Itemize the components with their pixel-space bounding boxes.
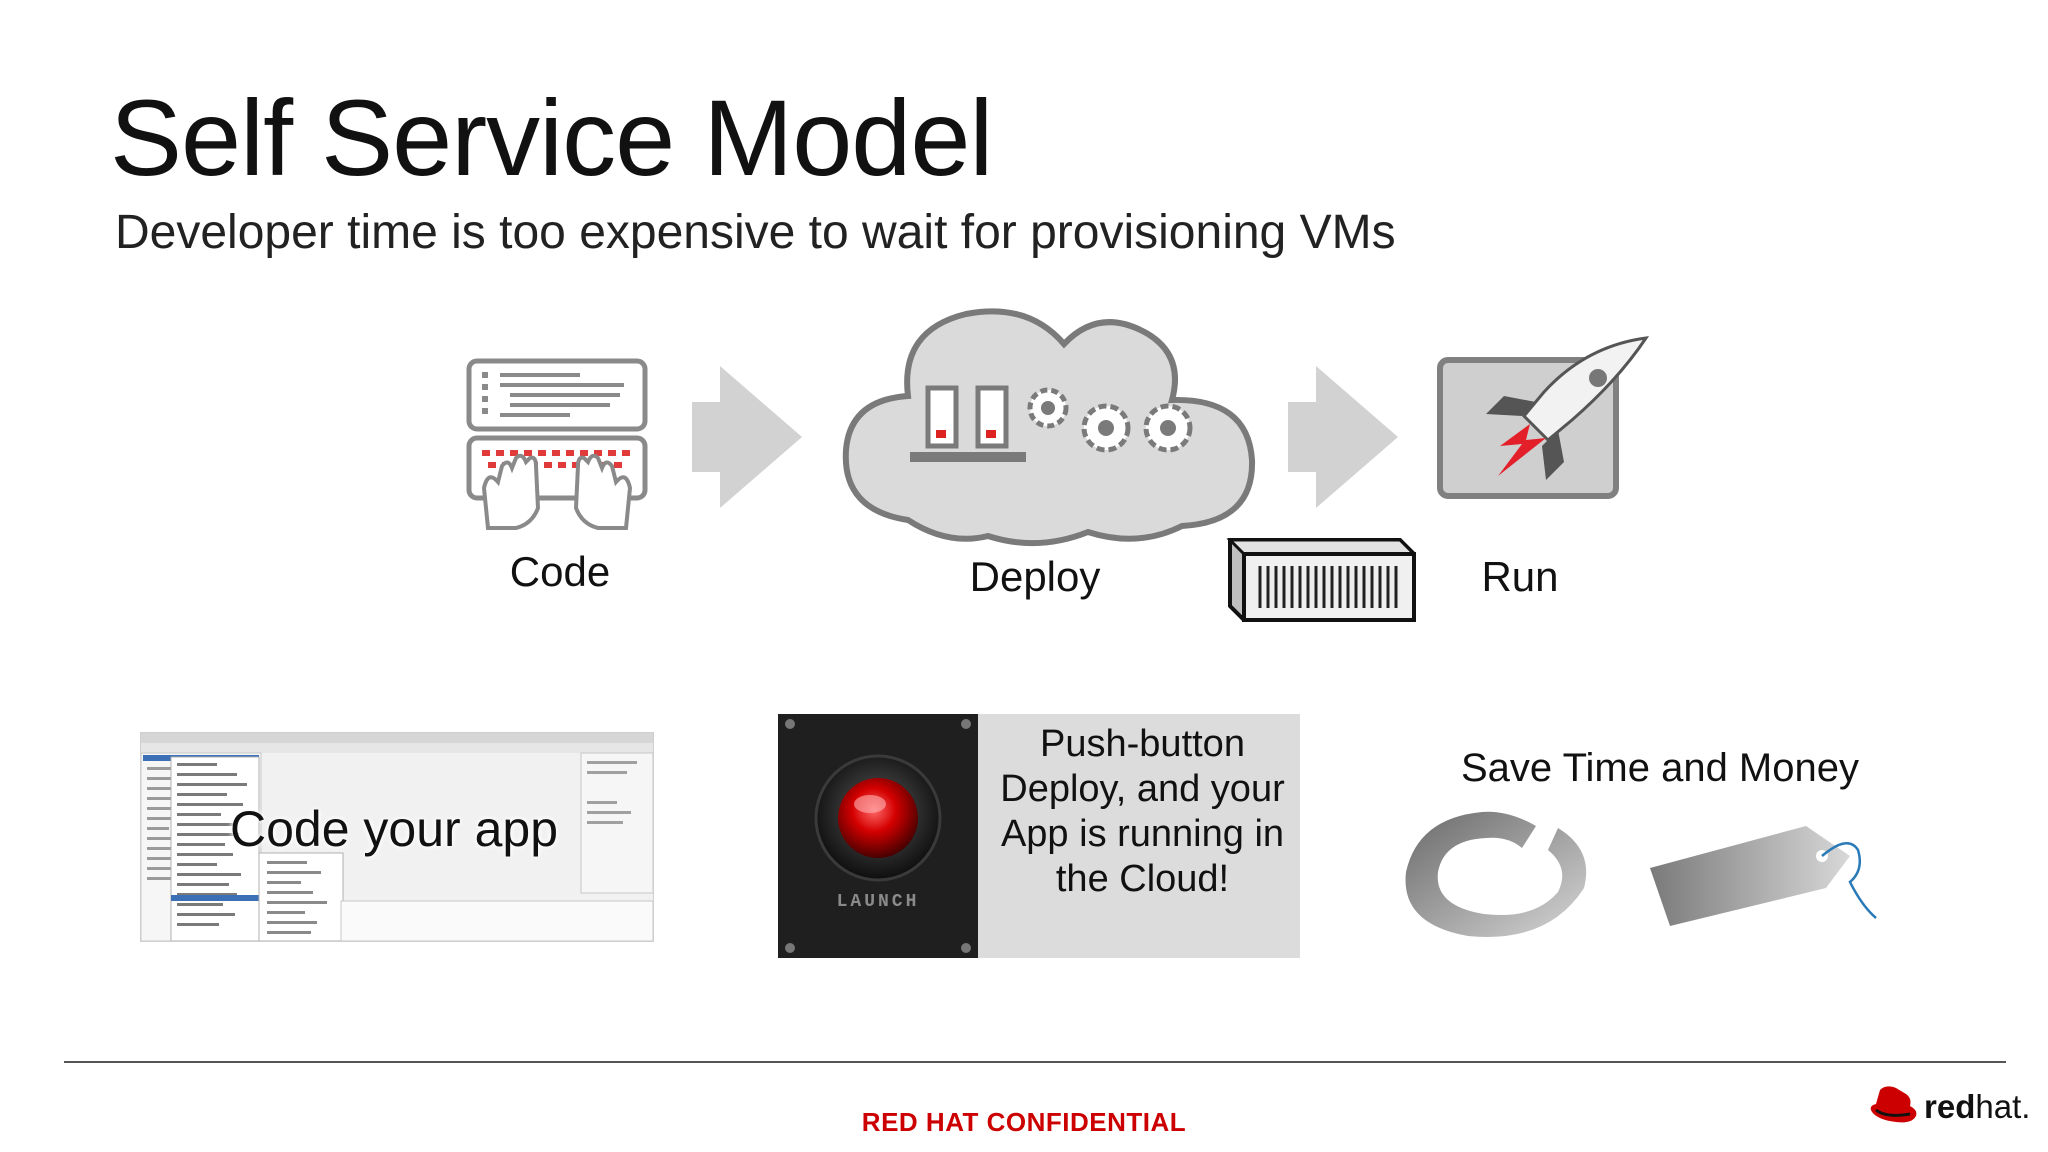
keyboard-code-icon bbox=[466, 358, 648, 530]
redhat-wordmark: redhat. bbox=[1924, 1088, 2030, 1126]
step-label-run: Run bbox=[1481, 553, 1559, 600]
step-label-deploy: Deploy bbox=[969, 553, 1101, 600]
cloud-gears-icon bbox=[842, 308, 1256, 547]
launch-button-plate bbox=[778, 714, 978, 958]
ide-screenshot bbox=[140, 732, 654, 942]
rocket-icon bbox=[1437, 336, 1650, 499]
launch-word: LAUNCH bbox=[836, 892, 920, 912]
arrow-right-icon bbox=[692, 366, 802, 508]
launch-description: Push-button Deploy, and your App is runn… bbox=[1000, 723, 1285, 900]
server-appliance-icon bbox=[1226, 538, 1416, 622]
footer-divider bbox=[64, 1061, 2006, 1063]
brand-light: hat. bbox=[1975, 1088, 2031, 1125]
redhat-logo-icon bbox=[1870, 1086, 1917, 1123]
confidential-notice: RED HAT CONFIDENTIAL bbox=[861, 1107, 1187, 1137]
ide-window-graphic bbox=[141, 733, 653, 941]
price-tag-icon bbox=[1650, 826, 1877, 926]
step-label-code: Code bbox=[509, 548, 611, 595]
slide-subtitle: Developer time is too expensive to wait … bbox=[115, 206, 1396, 259]
arrow-right-icon bbox=[1288, 366, 1398, 508]
refresh-cycle-icon bbox=[1405, 811, 1587, 937]
brand-bold: red bbox=[1924, 1088, 1976, 1125]
save-time-label: Save Time and Money bbox=[1461, 746, 1859, 790]
code-app-caption: Code your app bbox=[230, 801, 559, 857]
launch-button-icon bbox=[778, 714, 978, 958]
slide-title: Self Service Model bbox=[110, 77, 993, 198]
